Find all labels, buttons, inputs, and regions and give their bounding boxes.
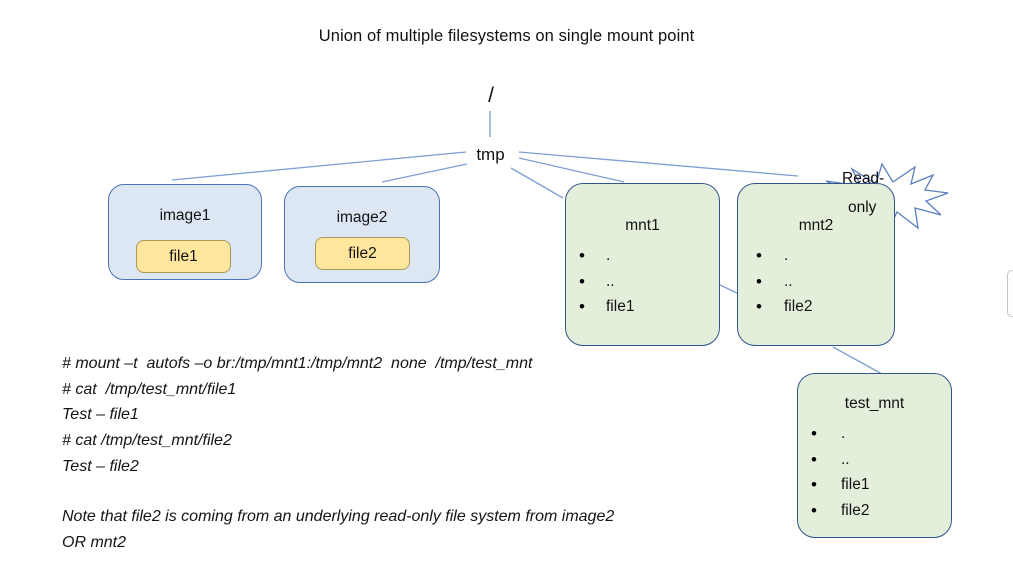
testmnt-entry: file2: [798, 498, 951, 524]
readonly-badge-line1: Read-: [842, 170, 885, 187]
image1-file-chip: file1: [136, 240, 231, 273]
command-line: Test – file2: [62, 457, 139, 475]
testmnt-entry: .: [798, 421, 951, 447]
command-line: # cat /tmp/test_mnt/file1: [62, 380, 237, 398]
image1-file-label: file1: [169, 247, 198, 265]
node-root: /: [488, 84, 494, 107]
mnt2-entries: . .. file2: [738, 243, 894, 320]
mnt1-entry: file1: [566, 294, 719, 320]
testmnt-entry: file1: [798, 472, 951, 498]
mnt2-box: mnt2 . .. file2: [737, 183, 895, 346]
mnt1-box: mnt1 . .. file1: [565, 183, 720, 346]
mnt1-entries: . .. file1: [566, 243, 719, 320]
edge-tmp-image2: [381, 163, 468, 183]
command-transcript: # mount –t autofs –o br:/tmp/mnt1:/tmp/m…: [62, 351, 532, 480]
diagram-title: Union of multiple filesystems on single …: [318, 27, 695, 45]
scrollbar-thumb[interactable]: [1007, 270, 1013, 317]
node-tmp: tmp: [476, 145, 505, 164]
testmnt-entries: . .. file1 file2: [798, 421, 951, 523]
edge-tmp-mnt1-top: [518, 157, 625, 183]
testmnt-entry: ..: [798, 447, 951, 473]
image2-label: image2: [336, 209, 388, 226]
command-line: # cat /tmp/test_mnt/file2: [62, 432, 232, 450]
edge-mnt2-testmnt: [832, 346, 883, 375]
mnt2-entry: ..: [738, 269, 894, 295]
command-line: Test – file1: [62, 406, 139, 424]
mnt1-label: mnt1: [625, 217, 660, 234]
edge-tmp-mnt2: [518, 151, 799, 177]
image1-label: image1: [159, 207, 211, 224]
testmnt-box: test_mnt . .. file1 file2: [797, 373, 952, 538]
mnt2-label: mnt2: [798, 217, 834, 234]
note-block: Note that file2 is coming from an underl…: [62, 504, 614, 556]
mnt2-entry: file2: [738, 294, 894, 320]
edge-tmp-image1: [171, 151, 467, 181]
note-line1: Note that file2 is coming from an underl…: [62, 508, 615, 525]
mnt1-entry: ..: [566, 269, 719, 295]
mnt1-entry: .: [566, 243, 719, 269]
image1-box: image1: [108, 184, 262, 280]
mnt2-entry: .: [738, 243, 894, 269]
image2-file-chip: file2: [315, 237, 410, 270]
image2-file-label: file2: [348, 244, 377, 262]
testmnt-label: test_mnt: [844, 395, 905, 412]
readonly-badge-line2: only: [848, 199, 877, 216]
note-line2: OR mnt2: [62, 534, 127, 551]
command-line: # mount –t autofs –o br:/tmp/mnt1:/tmp/m…: [62, 355, 533, 372]
edge-tmp-mnt1-left: [510, 167, 564, 199]
